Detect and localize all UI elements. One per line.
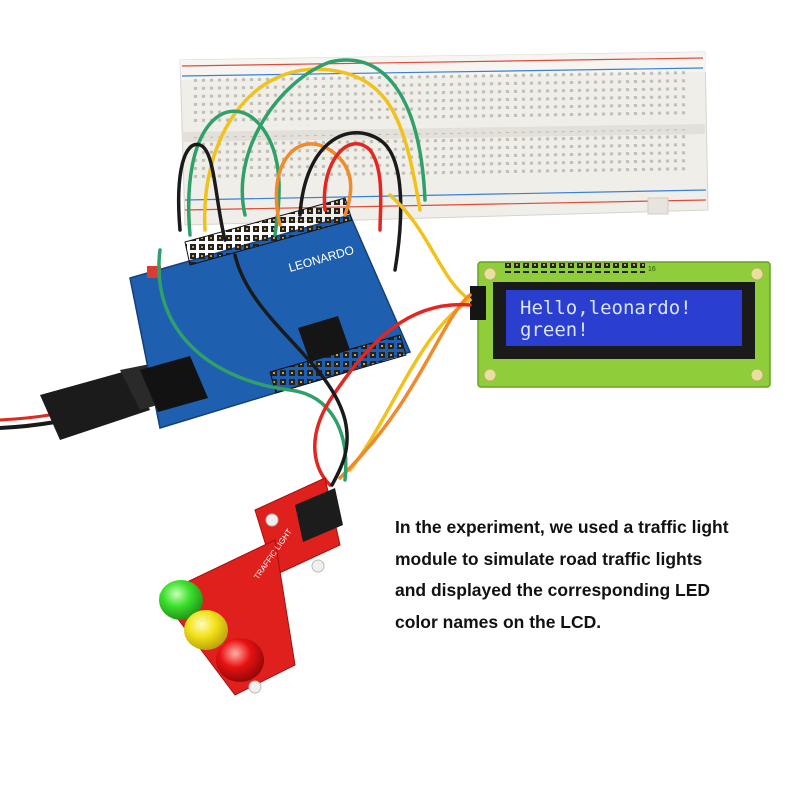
caption-line-1: In the experiment, we used a traffic lig…	[395, 517, 729, 537]
jumper-wires	[157, 58, 472, 487]
caption-line-2: module to simulate road traffic lights	[395, 548, 703, 569]
breadboard	[179, 51, 709, 226]
lcd-line-2: green!	[520, 319, 589, 341]
caption-line-3: and displayed the corresponding LED	[395, 580, 711, 600]
led-green	[159, 580, 203, 620]
caption-line-4: color names on the LCD.	[395, 611, 602, 632]
lcd-line-1: Hello,leonardo!	[520, 297, 692, 319]
led-yellow	[184, 610, 228, 650]
led-red	[216, 638, 264, 682]
lcd-module: 16 Hello,leonardo! green!	[470, 261, 771, 388]
caption: In the experiment, we used a traffic lig…	[395, 512, 795, 638]
leonardo-board: LEONARDO	[129, 197, 412, 429]
lcd-pin-label: 16	[648, 266, 656, 273]
traffic-light-module: TRAFFIC LIGHT	[159, 477, 343, 696]
lcd-screen	[506, 290, 742, 346]
